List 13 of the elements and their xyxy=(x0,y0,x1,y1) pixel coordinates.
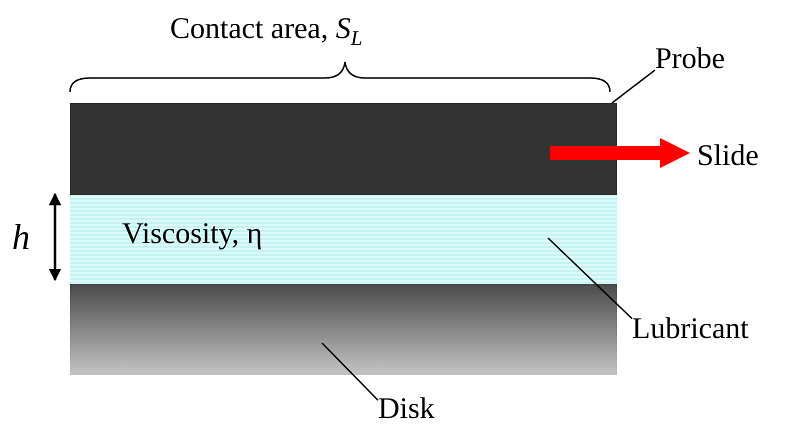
viscosity-label: Viscosity, η xyxy=(122,217,262,250)
disk-layer xyxy=(70,284,617,375)
part-label: Lubricant xyxy=(632,312,749,345)
leader-line xyxy=(612,69,656,104)
dimension-label: Contact area, S$_{L}$ xyxy=(170,12,362,50)
dimension-label: h xyxy=(12,218,30,258)
probe-layer xyxy=(70,103,617,195)
part-label: Disk xyxy=(378,392,435,425)
leader-line xyxy=(321,342,379,401)
leader-line xyxy=(547,237,633,320)
lubricant-layer xyxy=(70,195,617,284)
part-label: Probe xyxy=(655,42,725,75)
motion-label: Slide xyxy=(697,139,759,172)
